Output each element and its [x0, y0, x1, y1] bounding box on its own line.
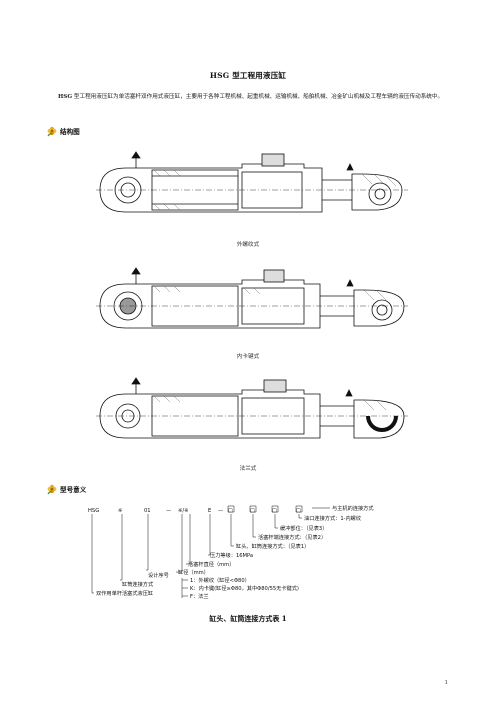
cylinder-drawing-internal-key [96, 267, 408, 329]
code-token-dash2: — [218, 508, 223, 514]
flower-icon [47, 484, 57, 495]
code-token-box2: □ [250, 508, 255, 514]
label-host-connection: 与主机的连接方式 [332, 504, 374, 512]
intro-paragraph: HSG 型工程用液压缸为单活塞杆双作用式液压缸，主要用于各种工程机械、起重机械、… [48, 90, 452, 104]
label-rod-end: 活塞杆端连接方式：（见表2） [258, 533, 326, 541]
code-token-star: ※ [118, 508, 122, 514]
label-option-key: K：内卡键(缸径≥Φ80，其中Φ80/55无卡键式) [190, 584, 299, 592]
label-product: 双作用单杆活塞式液压缸 [96, 589, 153, 597]
section-model-meaning: 型号意义 [46, 483, 86, 495]
code-token-series: HSG [88, 508, 99, 514]
intro-lead: HSG [58, 94, 73, 100]
code-token-dash1: — [166, 508, 171, 514]
cylinder-drawing-external-thread [96, 151, 408, 213]
label-bore: 缸径（mm） [178, 568, 209, 576]
code-token-pressure: E [208, 508, 211, 514]
label-option-flange: F：法兰 [190, 592, 209, 600]
label-port-connection: 油口连接方式：1-内螺纹 [304, 514, 362, 522]
code-token-box1: □ [228, 508, 233, 514]
code-token-design: 01 [144, 508, 151, 514]
code-token-box4: □ [296, 508, 301, 514]
page-number: 1 [444, 680, 449, 686]
model-code-diagram: HSG ※ 01 — ※/※ E — □ □ □ □ 与主机的连接方式 油口连接… [88, 504, 374, 600]
page-title: HSG 型工程用液压缸 [209, 71, 287, 80]
caption-flange: 法兰式 [239, 466, 257, 472]
section-structure: 结构图 [46, 125, 80, 137]
label-rod-diameter: 活塞杆直径（mm） [188, 560, 234, 568]
label-tube-connection: 缸筒连接方式 [122, 580, 154, 588]
label-pressure: 压力等级：16MPa [210, 551, 253, 559]
section-structure-label: 结构图 [60, 128, 80, 136]
caption-internal-key: 内卡键式 [236, 354, 260, 360]
caption-external-thread: 外螺纹式 [236, 242, 260, 248]
flower-icon [47, 126, 57, 137]
label-cushion: 缓冲部位：（见表3） [280, 524, 327, 532]
label-design-seq: 设计序号 [148, 571, 169, 579]
section-model-meaning-label: 型号意义 [60, 486, 87, 494]
label-head-connection: 缸头、缸筒连接方式：（见表1） [236, 542, 309, 550]
table1-title: 缸头、缸筒连接方式表 1 [209, 614, 287, 623]
code-token-bore-rod: ※/※ [178, 508, 188, 514]
code-token-box3: □ [272, 508, 277, 514]
label-option-thread: 1：外螺纹（缸径<Φ80） [190, 576, 250, 584]
intro-body: 型工程用液压缸为单活塞杆双作用式液压缸，主要用于各种工程机械、起重机械、运输机械… [72, 94, 444, 100]
cylinder-drawing-flange [96, 377, 408, 439]
